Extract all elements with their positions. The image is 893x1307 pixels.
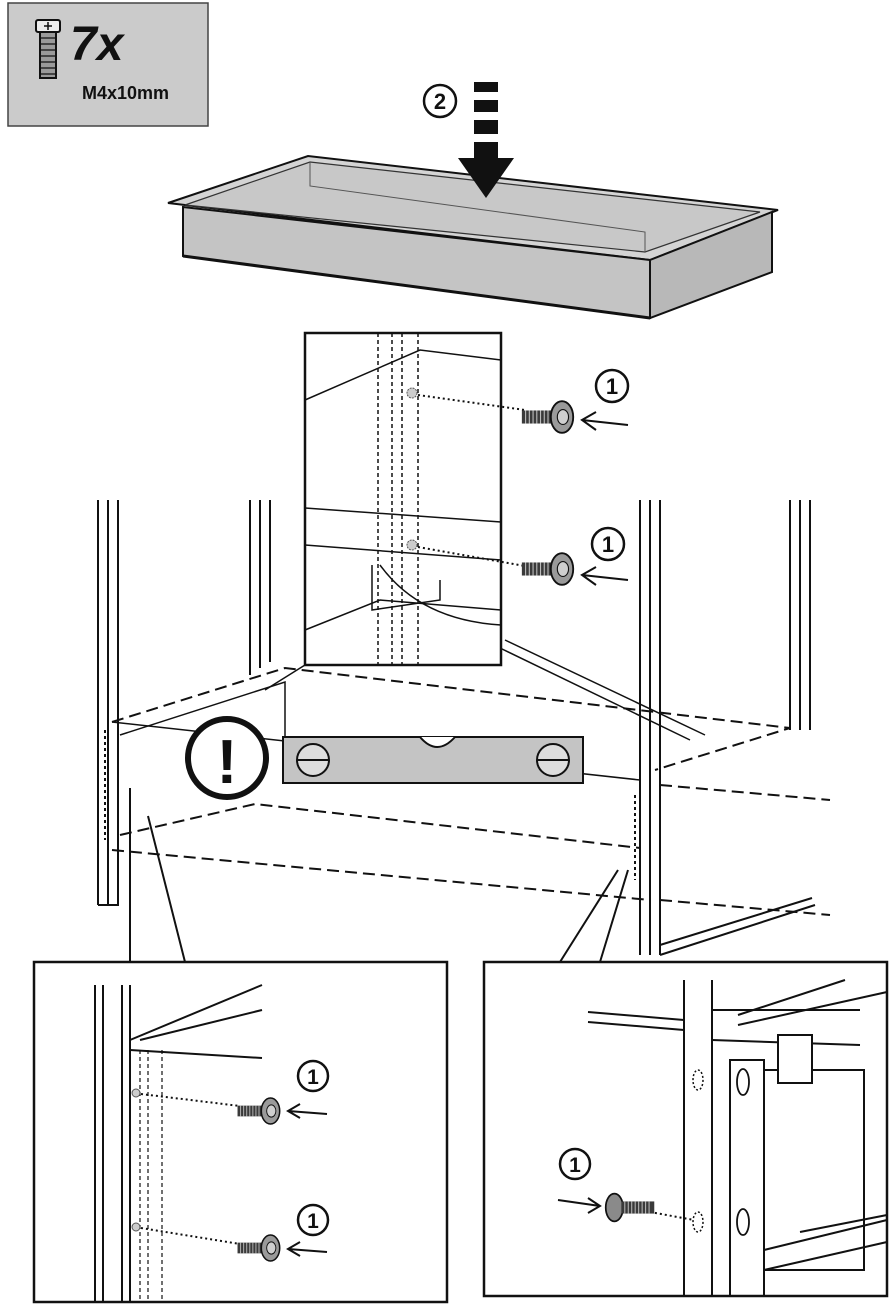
screw-spec-label: M4x10mm [82,83,169,103]
cabinet-dashed-outline [104,666,831,916]
step-1-number: 1 [606,374,618,399]
step-1-marker: 1 [558,1147,592,1181]
zoom-callout-bottom-left [32,788,449,1304]
step-2-number: 2 [434,89,446,114]
screw-icon [520,400,575,434]
push-down-arrow [458,82,514,198]
step-2-marker: 2 [422,83,458,119]
step-1-number: 1 [602,532,614,557]
step-1-marker: 1 [594,368,630,404]
zoom-callout-top [264,331,706,741]
step-1-marker: 1 [296,1203,330,1237]
zoom-callout-bottom-right [482,869,889,1298]
step-1-number: 1 [569,1154,581,1177]
warning-icon: ! [185,716,269,800]
step-1-number: 1 [307,1210,319,1233]
screw-icon [520,552,575,586]
bracket-clip [777,1034,813,1084]
insert-arrow-icon [557,1197,602,1214]
step-1-marker: 1 [296,1059,330,1093]
drawer-tray [167,154,779,320]
insert-arrow-icon [580,411,629,586]
quantity-label: 7x [70,18,126,71]
step-1-marker: 1 [590,526,626,562]
warning-symbol: ! [217,728,238,797]
cabinet-frame [97,500,816,956]
screw-icon [35,19,61,79]
step-1-number: 1 [307,1066,319,1089]
insert-arrow-icon [286,1103,328,1257]
hardware-box: 7x M4x10mm [7,2,209,127]
spirit-level-icon [282,736,584,784]
